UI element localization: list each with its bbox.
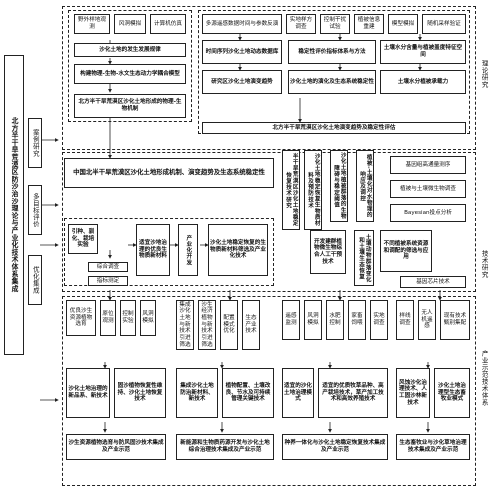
- g3-mid-0: 适宜的沙化土地治理模式: [282, 368, 314, 418]
- theory-r1: 时间序列沙化土地动态数据库: [202, 40, 282, 64]
- tech-t5: 综合调查: [88, 262, 128, 272]
- tech-k2: 植被与土壤微生物调查: [390, 180, 466, 198]
- g2-top-3: 生态产业技术: [242, 300, 260, 350]
- g3-mid-1: 适宜的优质牧草品种、高产栽培技术，草产加工技术和高效养殖技术: [318, 368, 388, 418]
- g4-top-2: 现有技术甄别集配: [440, 300, 470, 340]
- g2-top-0: 集成沙化土地与新技术引进筛选: [176, 300, 194, 350]
- case-study-box: 案例研究: [28, 118, 42, 168]
- tech-v3: 沙化土地植被群落的生物障碍与稳定阈值: [330, 150, 348, 222]
- theory-r6: 土壤水分植被承载力: [380, 70, 466, 94]
- g3-top-0: 遥感监测: [282, 300, 300, 340]
- g4-mid-0: 风蚀沙化治理技术、人工固沙林新技术: [396, 368, 430, 418]
- g3-top-2: 水肥控制: [326, 300, 344, 340]
- theory-left-region: [68, 10, 192, 122]
- method-field-observation: 野外样地观测: [74, 14, 110, 34]
- industry-region: [62, 296, 476, 486]
- system-title-box: 北方半干旱荒漠区防沙治沙理论与产业化技术体系集成: [4, 55, 24, 355]
- tech-k3: Bayesian投点分析: [390, 204, 466, 222]
- g1-top-0: 优良沙生资源植物选育: [66, 300, 96, 336]
- theory-l1: 沙化土地的发生发展规律: [74, 43, 186, 57]
- tech-v1: 半干旱荒漠区沙化土地稳定恢复技术研究: [282, 150, 300, 230]
- tech-t3: 产业化开发: [178, 224, 198, 276]
- g2-mid-1: 植物配置、土壤改良、节水及可持续管理关键技术: [222, 368, 274, 418]
- g3-bottom: 种养一体化与沙化土地稳定恢复技术集成及产业示范: [282, 434, 388, 460]
- method-quadrat: 实地样方调查: [286, 14, 316, 34]
- g2-bottom: 新能源和生物质药源开发与沙化土地综合治理技术集成及产业示范: [176, 434, 274, 460]
- g2-top-2: 配置模式优化: [220, 300, 238, 350]
- method-random-sample: 随机采样验证: [422, 14, 466, 34]
- tech-v7: 不同植被系统资源和调配的筛选与应用: [380, 230, 432, 272]
- method-remote-sensing: 多源遥感数据时间与参数反演: [202, 14, 282, 34]
- theory-summary: 中国北半干旱荒漠区沙化土地形成机制、演变趋势及生态系统稳定性: [64, 158, 274, 188]
- g4-top-0: 样线调查: [396, 300, 414, 340]
- method-model: 模型模拟: [388, 14, 418, 34]
- industry-side-label: 产业示范技术体系: [480, 350, 489, 406]
- tech-t6: 指标测定: [88, 276, 128, 286]
- g1-mid-0: 沙化土地治理的新品系、新技术: [66, 368, 110, 418]
- tech-t1: 引种、驯化、栽培实验: [68, 224, 98, 254]
- theory-side-label: 理论研究: [480, 60, 489, 88]
- g4-top-1: 无人机遥感: [418, 300, 436, 340]
- optimize-box: 优化集成: [28, 255, 42, 305]
- tech-v2: 沙化土地稳定恢复生物质材料及预防技术: [304, 150, 322, 230]
- tech-k1: 基因组高通量测序: [390, 156, 466, 174]
- theory-r2: 稳定性评价指标体系与方法: [288, 40, 376, 64]
- g1-top-1: 原位观测: [100, 300, 116, 336]
- theory-l2: 构建物理-生物-水文生态动力学耦合模型: [74, 64, 186, 84]
- g1-top-2: 控制实验: [120, 300, 136, 336]
- theory-r4: 研究区沙化土地演变趋势: [202, 70, 282, 94]
- tech-t4: 沙化土地稳定恢复的生物质新材料筛选及产业化技术: [208, 224, 268, 276]
- g2-mid-0: 集成沙化土地防治新材料、新技术: [176, 368, 218, 418]
- tech-side-label: 技术研究: [480, 250, 489, 278]
- g4-mid-1: 沙化土地治理型生态畜牧业模式: [434, 368, 470, 418]
- method-veg-rebuild: 植被信息重建: [354, 14, 384, 34]
- multi-target-box: 多目标评价: [28, 185, 42, 235]
- method-wind-tunnel: 风洞模拟: [114, 14, 146, 34]
- tech-v5: 开发建群植物微生物综合人工干预技术: [310, 230, 346, 274]
- method-control: 控制干扰试验: [320, 14, 350, 34]
- theory-region: [62, 6, 476, 150]
- theory-r7: 北方半干旱荒漠区沙化土地演变趋势及稳定性评估: [202, 122, 466, 134]
- g4-bottom: 生态畜牧业与沙化草地治理技术集成及产业示范: [396, 434, 470, 460]
- g3-top-3: 家畜饲喂: [348, 300, 366, 340]
- tech-v6: 土壤动物群落变化和土壤生态恢复: [354, 230, 374, 286]
- g2-top-1: 沙生经济植物与新技术引进筛选: [198, 300, 216, 350]
- g3-top-1: 风洞模拟: [304, 300, 322, 340]
- theory-r3: 土壤水分含量与植被盖度特征空间: [380, 40, 466, 64]
- tech-k4: 基因芯片技术: [400, 276, 466, 288]
- g1-mid-1: 固沙植物恢复性维持、沙化土地恢复技术: [114, 368, 166, 418]
- method-computer-sim: 计算机仿真: [150, 14, 186, 34]
- tech-v4: 植被-土壤化对水物理的响应及调控: [356, 150, 374, 222]
- g3-top-4: 实地调查: [370, 300, 388, 340]
- g1-bottom: 沙生资源植物选育与防风固沙技术集成及产业示范: [66, 434, 166, 460]
- theory-l3: 北方半干旱荒漠区沙化土地形成的物理-生物机制: [74, 94, 186, 118]
- tech-region: [62, 152, 476, 292]
- g1-top-3: 风洞模拟: [140, 300, 156, 336]
- theory-r5: 沙化土地的演化及生态系统稳定性: [288, 70, 376, 94]
- tech-t2: 适宜沙地治理的优良生物质新材料: [136, 224, 170, 276]
- tech-left-region: [64, 218, 274, 286]
